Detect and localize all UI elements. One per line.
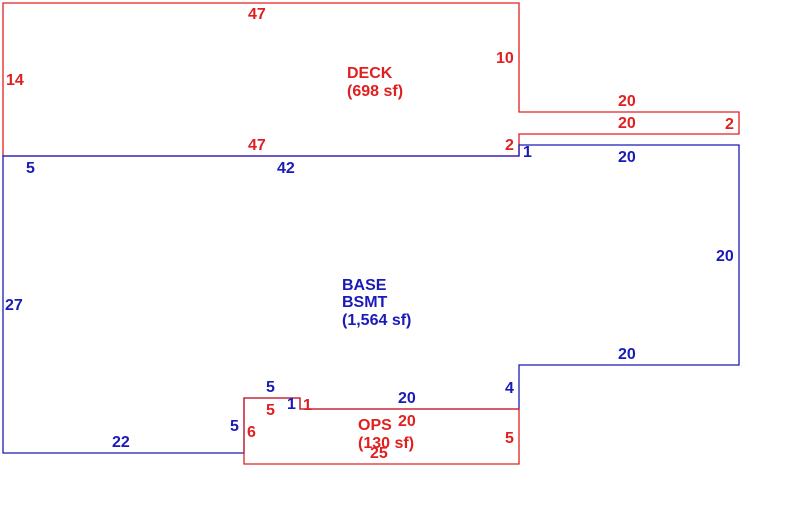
deck-dim-bottom: 47: [248, 137, 266, 154]
deck-area-label: (698 sf): [347, 83, 403, 100]
base-area-label: (1,564 sf): [342, 312, 411, 329]
base-dim-notch-left: 4: [505, 380, 514, 397]
base-dim-ops-top: 5: [266, 379, 275, 396]
deck-dim-left: 14: [6, 72, 24, 89]
ops-dim-top: 20: [398, 413, 416, 430]
base-name-label-line1: BASE: [342, 277, 387, 294]
base-dim-ops-left: 5: [230, 418, 239, 435]
ops-dim-top-left: 5: [266, 402, 275, 419]
deck-dim-step-bottom: 20: [618, 115, 636, 132]
ops-outline: [243, 397, 520, 465]
base-dim-small-1: 1: [287, 396, 296, 413]
ops-dim-left: 6: [247, 424, 256, 441]
base-dim-left: 27: [5, 297, 23, 314]
ops-dim-bottom: 25: [370, 445, 388, 462]
base-dim-bottom-left: 22: [112, 434, 130, 451]
base-dim-top: 42: [277, 160, 295, 177]
deck-dim-right-upper: 10: [496, 50, 514, 67]
base-dim-step-small: 1: [523, 144, 532, 161]
ops-area-label: (130 sf): [358, 435, 414, 452]
base-dim-bottom-mid: 20: [398, 390, 416, 407]
deck-dim-step-top: 20: [618, 93, 636, 110]
ops-dim-right: 5: [505, 430, 514, 447]
deck-name-label: DECK: [347, 65, 393, 82]
base-dim-notch-bottom: 20: [618, 346, 636, 363]
ops-name-label: OPS: [358, 417, 392, 434]
base-dim-left-top: 5: [26, 160, 35, 177]
deck-dim-small-right: 2: [505, 137, 514, 154]
deck-dim-top: 47: [248, 6, 266, 23]
base-name-label-line2: BSMT: [342, 294, 388, 311]
base-dim-top-right: 20: [618, 149, 636, 166]
deck-dim-step-right: 2: [725, 116, 734, 133]
ops-dim-small-1: 1: [303, 397, 312, 414]
base-dim-right: 20: [716, 248, 734, 265]
